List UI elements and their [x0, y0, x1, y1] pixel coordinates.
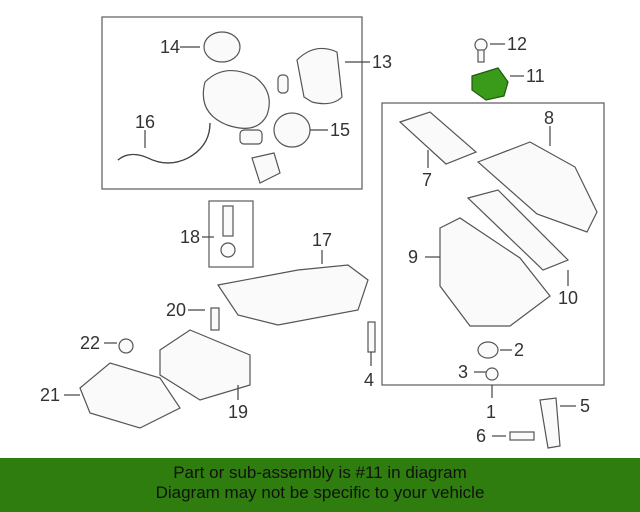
group-13-box — [101, 16, 363, 190]
callout-9: 9 — [408, 247, 418, 267]
part-5-bracket — [539, 397, 561, 449]
part-22-nut — [118, 338, 134, 354]
part-4-pin — [367, 321, 376, 353]
part-12-bolt — [474, 38, 488, 52]
part-8-cover — [476, 141, 598, 233]
group-1-box — [381, 102, 605, 386]
info-banner: Part or sub-assembly is #11 in diagram D… — [0, 458, 640, 512]
part-20-bolt — [210, 307, 220, 331]
callout-19: 19 — [228, 402, 248, 422]
callout-5: 5 — [580, 396, 590, 416]
parts-diagram: 14 13 16 15 12 11 7 8 10 9 2 3 1 — [40, 16, 605, 449]
group-18-box — [208, 200, 254, 268]
part-19-bracket — [159, 329, 251, 401]
part-6-bolt — [509, 431, 535, 441]
banner-line-2: Diagram may not be specific to your vehi… — [155, 483, 485, 502]
callout-21: 21 — [40, 385, 60, 405]
callout-6: 6 — [476, 426, 486, 446]
part-7-filter — [398, 111, 478, 165]
callout-2: 2 — [514, 340, 524, 360]
callout-22: 22 — [80, 333, 100, 353]
part-16-hose — [117, 122, 211, 164]
part-13-resonator — [296, 47, 343, 105]
part-11-highlighted — [471, 67, 509, 101]
callout-13: 13 — [372, 52, 392, 72]
callout-17: 17 — [312, 230, 332, 250]
part-21-tray — [79, 362, 181, 429]
callout-15: 15 — [330, 120, 350, 140]
callout-12: 12 — [507, 34, 527, 54]
callout-11: 11 — [526, 66, 545, 86]
callout-16: 16 — [135, 112, 155, 132]
part-15-clamp — [273, 112, 311, 148]
part-10-gasket — [466, 189, 570, 271]
part-9-lower-box — [439, 217, 551, 327]
callout-14: 14 — [160, 37, 180, 57]
part-18-clip — [222, 205, 234, 237]
callout-18: 18 — [180, 227, 200, 247]
banner-line-1: Part or sub-assembly is #11 in diagram — [173, 463, 467, 482]
callout-20: 20 — [166, 300, 186, 320]
callout-7: 7 — [422, 170, 432, 190]
callout-1: 1 — [486, 402, 496, 422]
part-14-clamp — [203, 31, 241, 63]
part-2-grommet — [477, 341, 499, 359]
callout-4: 4 — [364, 370, 374, 390]
part-13-hose — [202, 70, 270, 129]
part-17-duct — [216, 264, 369, 326]
callout-8: 8 — [544, 108, 554, 128]
part-3-grommet — [485, 367, 499, 381]
callout-3: 3 — [458, 362, 468, 382]
callout-10: 10 — [558, 288, 578, 308]
